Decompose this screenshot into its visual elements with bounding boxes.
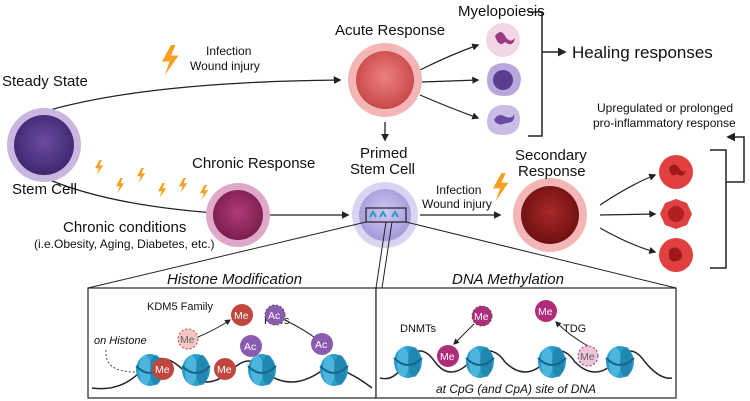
ac-mark-added: Ac bbox=[311, 333, 333, 355]
chronic-response-label: Chronic Response bbox=[192, 155, 315, 172]
cpg-site-label: at CpG (and CpA) site of DNA bbox=[436, 382, 596, 396]
kdm5-arrow bbox=[197, 319, 231, 338]
me-mark-histone-2: Me bbox=[214, 358, 236, 380]
nucleosome bbox=[537, 345, 567, 379]
kdm5-family-label: KDM5 Family bbox=[147, 301, 214, 313]
zoom-line-left bbox=[87, 221, 367, 289]
arrow-sec-to-cell-3 bbox=[599, 227, 657, 254]
nucleosome bbox=[465, 345, 495, 379]
lightning-icon bbox=[179, 178, 188, 193]
inflammatory-cell-3 bbox=[659, 238, 693, 272]
zoom-line-right bbox=[405, 221, 677, 289]
steady-state-stem-cell bbox=[7, 108, 81, 182]
svg-text:Ac: Ac bbox=[244, 341, 256, 353]
inflammatory-bracket bbox=[710, 149, 727, 269]
myeloid-cell-neutrophil bbox=[486, 23, 520, 57]
pro-inflammatory-label: pro-inflammatory response bbox=[593, 116, 736, 130]
me-mark-tdg-removed: Me bbox=[535, 300, 557, 322]
stem-cell-label: Stem Cell bbox=[12, 181, 77, 198]
me-mark-dashed: Me bbox=[177, 328, 199, 350]
svg-text:Me: Me bbox=[180, 334, 195, 346]
ac-mark-dashed: Ac bbox=[264, 304, 286, 326]
lightning-icon bbox=[95, 160, 104, 175]
histone-modification-panel: Histone Modification KDM5 Family HATs on… bbox=[87, 271, 377, 399]
svg-text:Me: Me bbox=[217, 364, 232, 376]
primed-stem-cell-label: Stem Cell bbox=[350, 161, 415, 178]
svg-text:Me: Me bbox=[440, 351, 455, 363]
arrow-acute-to-myelo-3 bbox=[419, 94, 480, 120]
lightning-icon bbox=[200, 185, 209, 200]
arrow-to-inflammatory bbox=[726, 132, 745, 183]
primed-label: Primed bbox=[360, 145, 408, 162]
nucleosome bbox=[393, 345, 423, 379]
chronic-conditions-examples: (i.e.Obesity, Aging, Diabetes, etc.) bbox=[34, 237, 215, 251]
zoom-line-mid bbox=[375, 221, 387, 289]
histone-panel-title: Histone Modification bbox=[167, 271, 302, 288]
acute-response-label: Acute Response bbox=[335, 22, 445, 39]
wound-injury-label-1: Wound injury bbox=[190, 59, 260, 73]
primed-stem-cell bbox=[352, 182, 418, 248]
nucleosome bbox=[319, 353, 349, 387]
svg-text:Ac: Ac bbox=[315, 339, 327, 351]
tdg-label: TDG bbox=[563, 323, 586, 335]
response-label: Response bbox=[518, 163, 586, 180]
secondary-label: Secondary bbox=[515, 147, 587, 164]
inflammatory-cell-1 bbox=[659, 155, 693, 189]
lightning-icon bbox=[162, 45, 179, 75]
arrow-steady-to-acute bbox=[49, 76, 342, 111]
secondary-response-cell bbox=[513, 178, 587, 252]
upregulated-label: Upregulated or prolonged bbox=[597, 101, 733, 115]
healing-bracket bbox=[528, 11, 543, 137]
myelopoiesis-label: Myelopoiesis bbox=[458, 3, 545, 20]
me-mark-dnmt-dashed: Me bbox=[471, 305, 493, 327]
lightning-icon bbox=[493, 173, 509, 201]
nucleosome bbox=[247, 353, 277, 387]
dnmts-label: DNMTs bbox=[400, 323, 437, 335]
dna-panel-title: DNA Methylation bbox=[452, 271, 564, 288]
svg-text:Me: Me bbox=[234, 310, 249, 322]
on-histone-pointer bbox=[105, 349, 136, 373]
svg-text:Ac: Ac bbox=[268, 310, 280, 322]
dna-methylation-panel: DNA Methylation DNMTs TDG Me Me Me Me at… bbox=[375, 271, 677, 399]
zoom-line-mid2 bbox=[381, 221, 393, 289]
inflammatory-cell-2 bbox=[660, 199, 692, 229]
chronic-response-cell bbox=[206, 183, 270, 247]
acute-response-cell bbox=[348, 43, 422, 117]
arrow-sec-to-cell-2 bbox=[599, 210, 657, 218]
lightning-icon bbox=[158, 183, 167, 198]
arrow-acute-to-myelo-1 bbox=[419, 43, 480, 71]
wound-injury-label-2: Wound injury bbox=[422, 197, 492, 211]
svg-text:Me: Me bbox=[474, 311, 489, 323]
svg-text:Me: Me bbox=[155, 364, 170, 376]
nucleosome bbox=[605, 345, 635, 379]
steady-state-label: Steady State bbox=[2, 73, 88, 90]
tdg-arrow bbox=[555, 321, 589, 347]
lightning-icon bbox=[116, 178, 125, 193]
me-mark-dna-dashed: Me bbox=[577, 345, 599, 367]
myeloid-cell-macrophage bbox=[486, 104, 520, 135]
infection-label-2: Infection bbox=[436, 183, 481, 197]
me-mark-dna: Me bbox=[437, 345, 459, 367]
svg-text:Me: Me bbox=[580, 351, 595, 363]
me-mark-histone-1: Me bbox=[152, 358, 174, 380]
ac-mark-histone: Ac bbox=[240, 335, 262, 357]
myeloid-cell-monocyte bbox=[487, 63, 521, 96]
arrow-acute-to-myelo-2 bbox=[421, 76, 480, 84]
infection-label-1: Infection bbox=[206, 44, 251, 58]
dnmts-arrow bbox=[453, 323, 475, 345]
svg-text:Me: Me bbox=[538, 306, 553, 318]
me-mark-released: Me bbox=[231, 304, 253, 326]
lightning-icon bbox=[137, 168, 146, 183]
arrow-sec-to-cell-1 bbox=[599, 173, 657, 206]
arrow-steady-to-chronic bbox=[49, 179, 217, 217]
chronic-conditions-label: Chronic conditions bbox=[63, 219, 186, 236]
healing-responses-label: Healing responses bbox=[572, 43, 713, 62]
on-histone-label: on Histone bbox=[94, 335, 147, 347]
nucleosome bbox=[181, 353, 211, 387]
